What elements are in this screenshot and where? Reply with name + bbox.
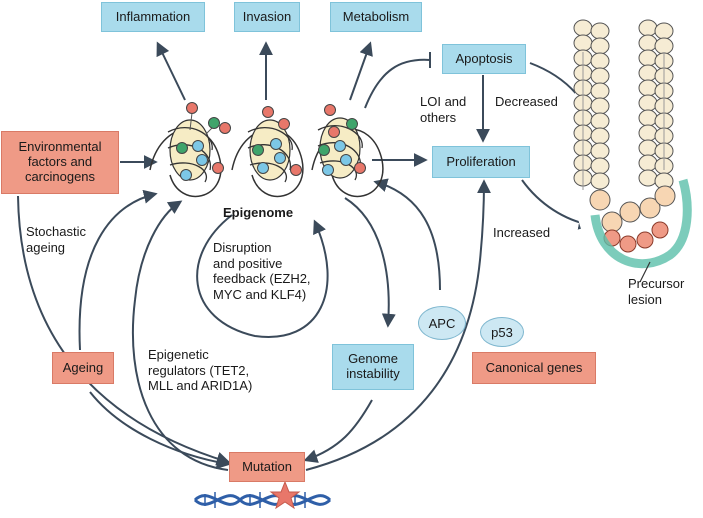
stochastic-ageing-label: Stochastic ageing xyxy=(26,224,86,255)
proliferation-box: Proliferation xyxy=(432,146,530,178)
epithelial-cell xyxy=(638,64,658,82)
arrow-to-inflammation xyxy=(156,41,186,101)
nucleosome-1 xyxy=(149,102,231,198)
mutation-star-icon xyxy=(269,480,301,510)
mutation-box: Mutation xyxy=(229,452,305,482)
epithelial-cell xyxy=(573,34,593,52)
inflammation-box: Inflammation xyxy=(101,2,205,32)
epithelial-cell xyxy=(590,157,610,175)
epithelial-cell xyxy=(590,52,610,70)
decreased-label: Decreased xyxy=(495,94,558,109)
arrow-epigenome-genome xyxy=(344,197,396,328)
epithelial-cell xyxy=(590,127,610,145)
p53-oval: p53 xyxy=(480,317,524,347)
loi-label: LOI and others xyxy=(420,94,467,125)
apc-oval: APC xyxy=(418,306,466,340)
arrow-ageing-mutation xyxy=(89,391,231,470)
arrow-genome-mutation xyxy=(303,399,373,463)
dna-helix xyxy=(193,492,332,508)
epithelial-cell xyxy=(654,22,674,40)
environmental-factors-box: Environmental factors and carcinogens xyxy=(1,131,119,194)
epigenome-label: Epigenome xyxy=(223,205,294,220)
invasion-box: Invasion xyxy=(234,2,300,32)
epithelial-cell xyxy=(590,37,610,55)
epithelial-cell xyxy=(590,67,610,85)
epithelial-cell xyxy=(590,22,610,40)
epithelial-cell xyxy=(590,172,610,190)
epithelial-cell xyxy=(654,37,674,55)
epithelial-cell xyxy=(590,112,610,130)
arrow-to-metabolism xyxy=(349,41,373,101)
epigenetic-regulators-label: Epigenetic regulators (TET2, MLL and ARI… xyxy=(148,347,253,394)
apoptosis-box: Apoptosis xyxy=(442,44,526,74)
arrow-mutation-proliferation xyxy=(305,179,491,471)
epithelial-cell xyxy=(638,154,658,172)
epithelial-cell xyxy=(590,142,610,160)
epithelial-cell xyxy=(638,109,658,127)
metabolism-box: Metabolism xyxy=(330,2,422,32)
epithelial-cell xyxy=(638,79,658,97)
epithelial-cell xyxy=(638,139,658,157)
epithelial-cell xyxy=(638,169,658,187)
inhibit-apoptosis xyxy=(364,58,431,109)
epithelial-cell xyxy=(638,34,658,52)
nucleosome-3 xyxy=(311,104,384,198)
colon-crypt-illustration xyxy=(573,19,692,283)
canonical-genes-box: Canonical genes xyxy=(472,352,596,384)
epithelial-cell xyxy=(638,19,658,37)
genome-instability-box: Genome instability xyxy=(332,344,414,390)
epithelial-cell xyxy=(573,19,593,37)
epithelial-cell xyxy=(638,49,658,67)
epithelial-cell xyxy=(590,97,610,115)
feedback-loop xyxy=(196,214,329,338)
arrow-apc-epigenome xyxy=(373,178,441,291)
arrow-ageing-epigenome xyxy=(78,189,158,351)
epithelial-cell xyxy=(638,124,658,142)
epithelial-cell xyxy=(638,94,658,112)
increased-label: Increased xyxy=(493,225,551,240)
ageing-box: Ageing xyxy=(52,352,114,384)
arrow-mutation-epigenome xyxy=(131,200,229,471)
precursor-lesion-label: Precursor lesion xyxy=(628,276,685,307)
epithelial-cell xyxy=(590,82,610,100)
nucleosome-2 xyxy=(231,106,304,198)
disruption-label: Disruption and positive feedback (EZH2, … xyxy=(213,240,311,302)
